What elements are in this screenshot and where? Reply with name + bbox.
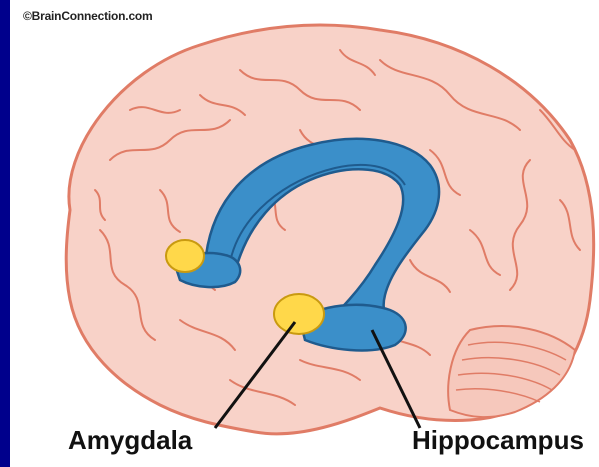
amygdala-blob: [274, 294, 324, 334]
amygdala-front-blob: [166, 240, 204, 272]
copyright-notice: ©BrainConnection.com: [23, 9, 153, 23]
brain: [66, 25, 594, 434]
amygdala-label: Amygdala: [68, 425, 192, 456]
hippocampus-label: Hippocampus: [412, 425, 584, 456]
cerebellum-region: [448, 326, 575, 417]
